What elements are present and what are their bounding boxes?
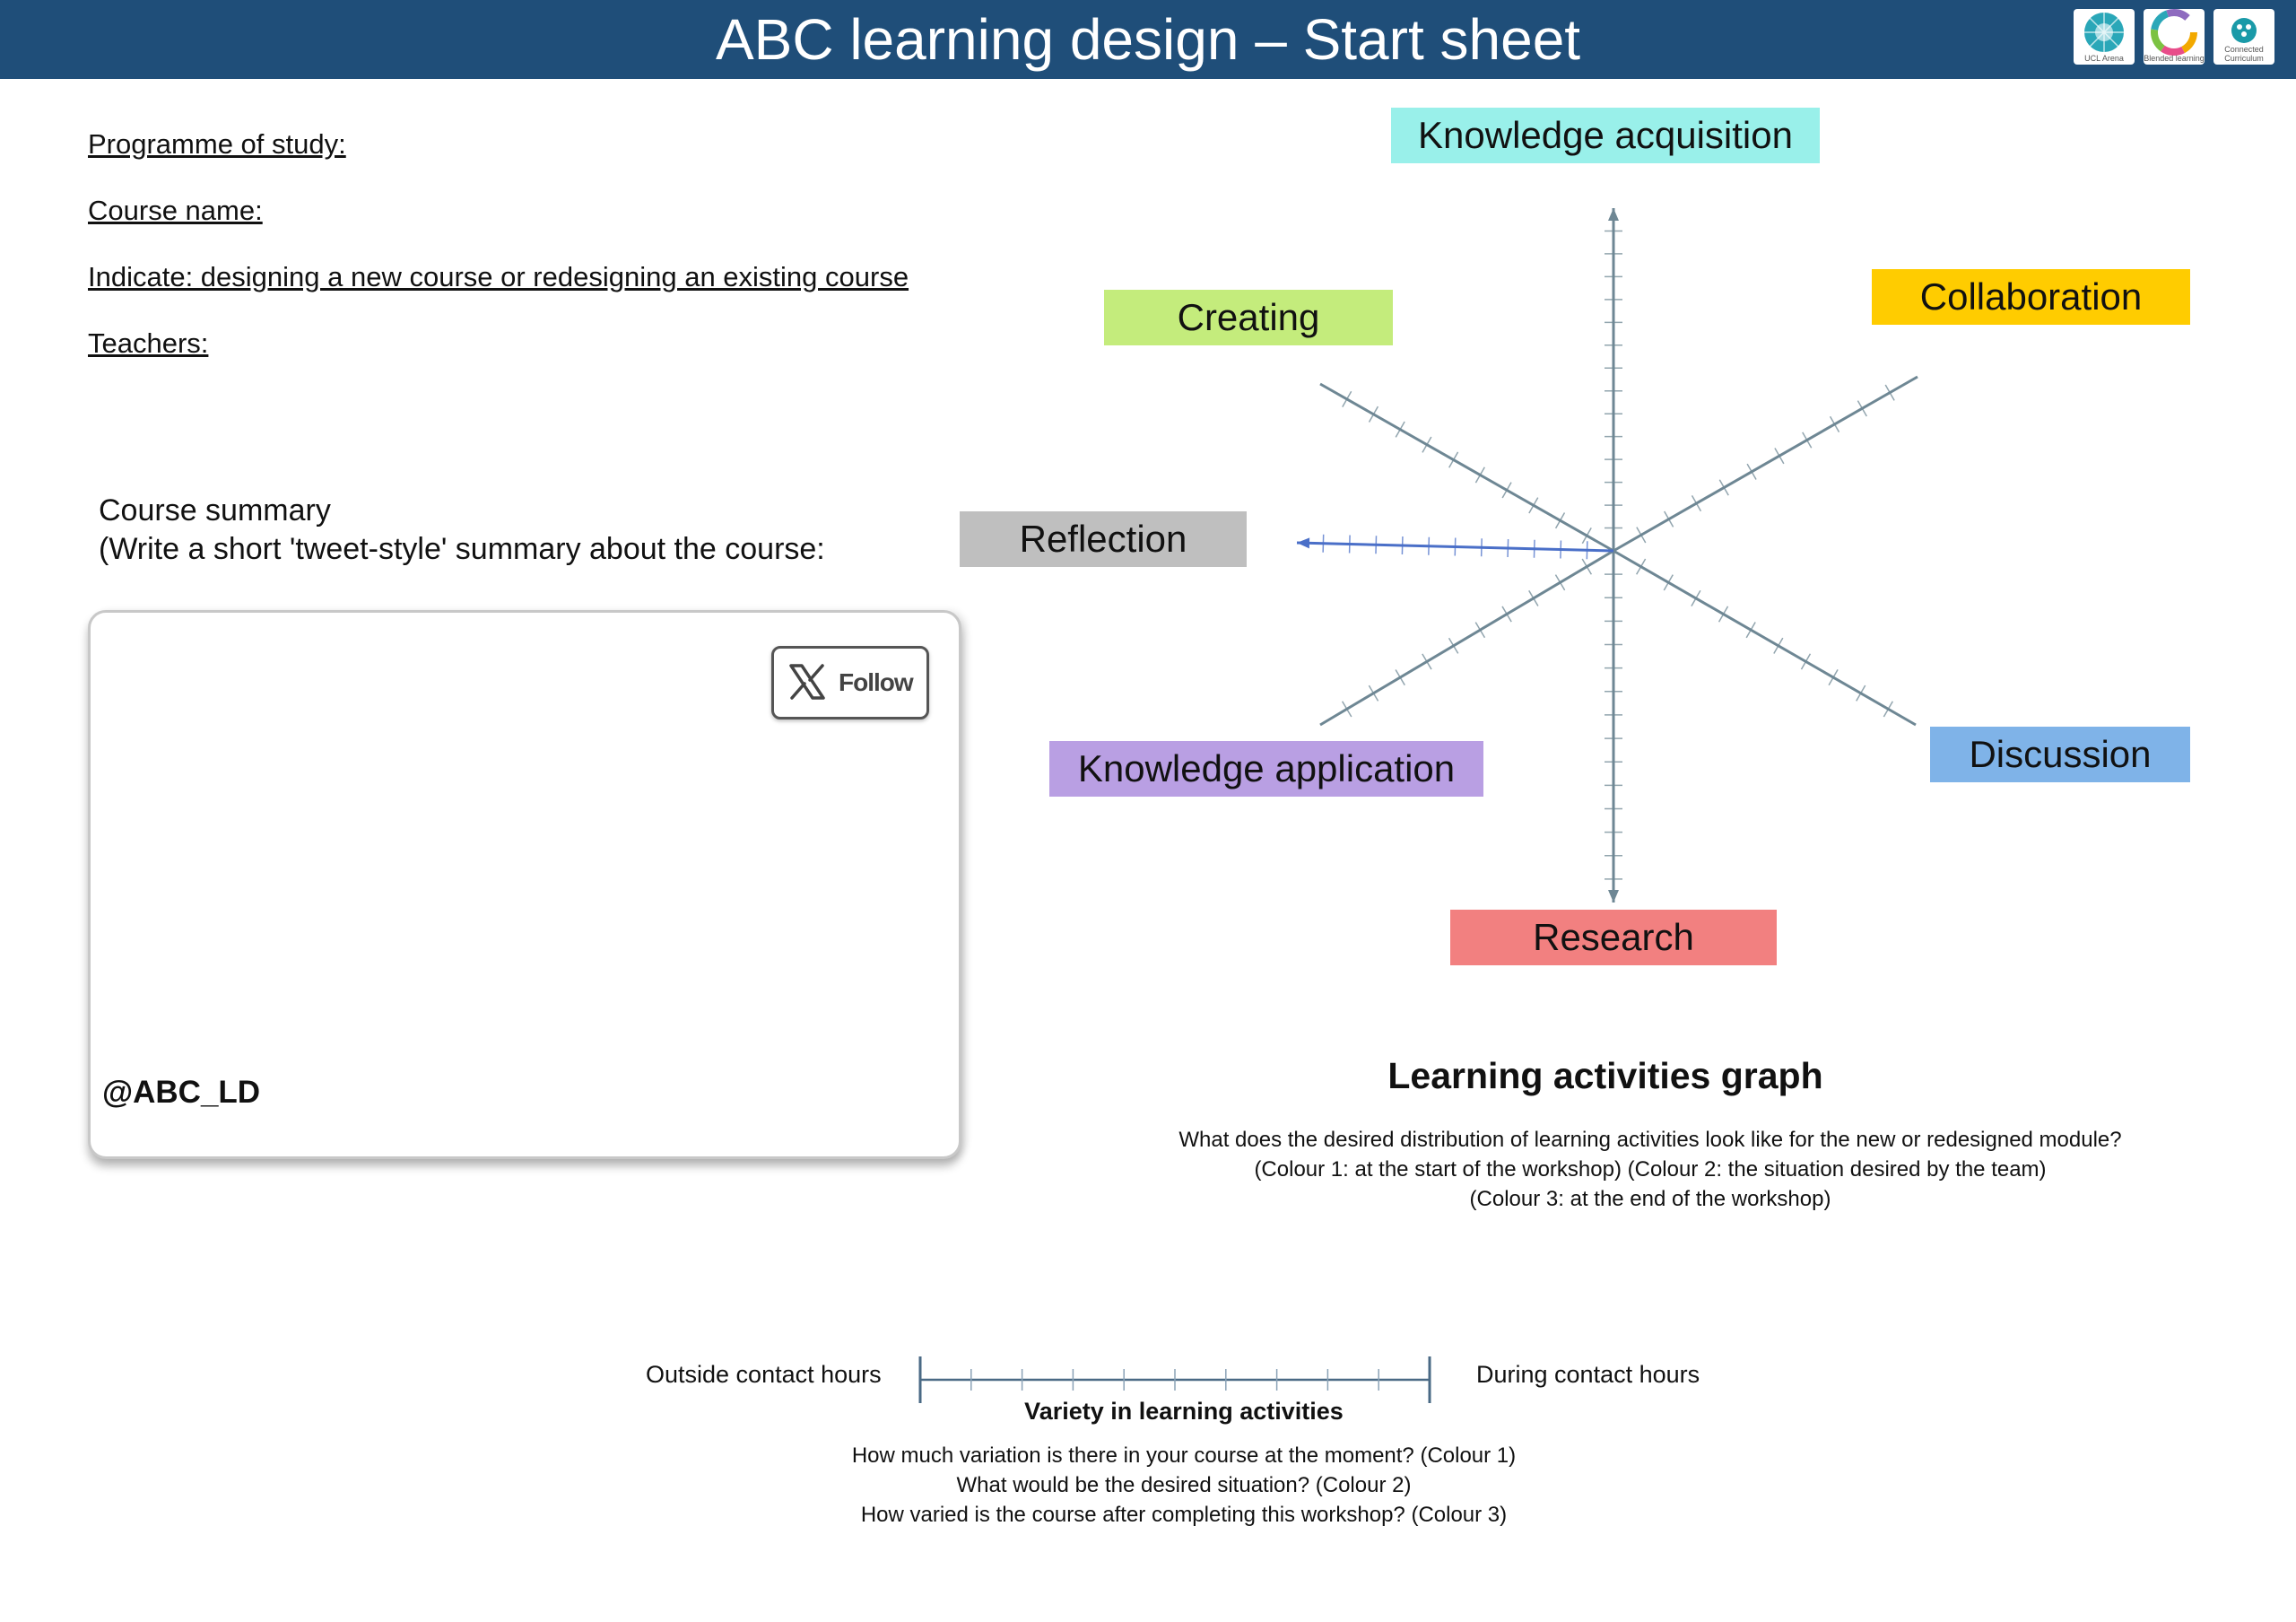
follow-button[interactable]: Follow [771,646,929,719]
axis-tick [1533,539,1535,558]
graph-desc-line: (Colour 1: at the start of the workshop)… [1254,1157,2047,1182]
axis-tick [1663,574,1674,591]
axis-tick [1664,510,1674,528]
axis-tick [1773,637,1784,654]
axis-tick [1395,421,1405,438]
axis-tick [1454,537,1457,556]
axis-arrowhead [1608,208,1619,221]
category-discussion: Discussion [1930,727,2190,782]
axis-tick [1554,512,1566,529]
x-logo-icon [787,661,828,707]
axis-tick [1857,400,1867,417]
axis-tick [1581,528,1592,545]
axis-tick [1342,390,1352,407]
axis-tick [1501,482,1512,499]
ucl-arena-logo: UCL Arena [2074,9,2135,65]
course-summary-instruction: (Write a short 'tweet-style' summary abo… [99,532,825,566]
axis-tick [1375,536,1378,554]
graph-title: Learning activities graph [1387,1055,1823,1096]
axis-creating [1319,382,1614,553]
axis-tick [1401,536,1404,555]
variety-title: Variety in learning activities [1024,1398,1344,1425]
outside-contact-hours-label: Outside contact hours [646,1361,882,1388]
graph-desc-line: What does the desired distribution of le… [1178,1128,2122,1152]
axis-tick [1528,497,1539,514]
axis-tick [1368,406,1379,423]
teachers-field-label: Teachers: [88,327,209,359]
course-summary-heading: Course summary (Write a short 'tweet-sty… [99,492,825,569]
axis-tick [1802,432,1813,449]
category-knowledge-application: Knowledge application [1049,741,1483,797]
category-collaboration: Collaboration [1872,269,2190,325]
axis-tick [1883,701,1894,718]
page-title: ABC learning design – Start sheet [715,7,1581,72]
axis-tick [1745,622,1756,639]
axis-tick [1474,467,1485,484]
twitter-handle: @ABC_LD [102,1075,261,1110]
axis-tick [1691,589,1701,606]
axis-tick [1581,558,1593,575]
connected-curriculum-logo: Connected Curriculum [2213,9,2274,65]
axis-tick [1828,669,1839,686]
radar-axes [1296,208,1918,903]
axis-tick [1829,415,1840,432]
axis-tick [1422,653,1432,670]
graph-description: What does the desired distribution of le… [1076,1125,2224,1214]
axis-tick [1884,384,1895,401]
variety-scale [918,1356,1431,1403]
axis-tick [1636,527,1647,544]
axis-tick [1428,536,1431,555]
variety-question: How varied is the course after completin… [860,1503,1508,1527]
follow-label: Follow [839,668,914,696]
axis-tick [1501,606,1512,623]
variety-question: What would be the desired situation? (Co… [956,1473,1412,1497]
variety-scale-ticks [918,1356,1431,1403]
axis-tick [1507,538,1509,558]
axis-collaboration [1613,375,1918,553]
axis-tick [1448,451,1459,468]
graph-desc-line: (Colour 3: at the end of the workshop) [1469,1187,1831,1211]
axis-tick [1528,589,1539,606]
axis-tick [1718,606,1729,623]
variety-question: How much variation is there in your cour… [851,1443,1517,1468]
axis-tick [1474,622,1486,639]
indicate-field-label: Indicate: designing a new course or rede… [88,261,909,292]
blended-learning-logo: Blended learning [2144,9,2205,65]
axis-arrowhead [1608,890,1619,903]
variety-questions: How much variation is there in your cour… [735,1441,1632,1530]
during-contact-hours-label: During contact hours [1476,1361,1700,1388]
category-reflection: Reflection [960,511,1247,567]
axis-tick [1341,701,1352,718]
axis-tick [1746,463,1757,480]
axis-tick [1635,558,1647,575]
axis-discussion [1613,549,1917,727]
axis-arrowhead [1297,537,1310,549]
header-bar [0,0,2296,79]
programme-field-label: Programme of study: [88,128,346,160]
course-name-field-label: Course name: [88,195,263,226]
axis-tick [1480,538,1483,557]
axis-tick [1554,574,1566,591]
axis-tick [1691,495,1702,512]
axis-tick [1368,685,1379,702]
axis-tick [1448,637,1459,654]
axis-tick [1395,669,1405,686]
category-creating: Creating [1104,290,1393,345]
axis-tick [1422,436,1432,453]
category-research: Research [1450,910,1777,965]
axis-tick [1718,479,1729,496]
axis-tick [1348,535,1351,554]
course-summary-title: Course summary [99,493,331,528]
axis-tick [1800,653,1812,670]
category-knowledge-acquisition: Knowledge acquisition [1391,108,1820,163]
axis-knowledge-application [1319,549,1614,727]
axis-tick [1322,534,1325,553]
axis-tick [1856,685,1866,702]
axis-tick [1774,448,1785,465]
